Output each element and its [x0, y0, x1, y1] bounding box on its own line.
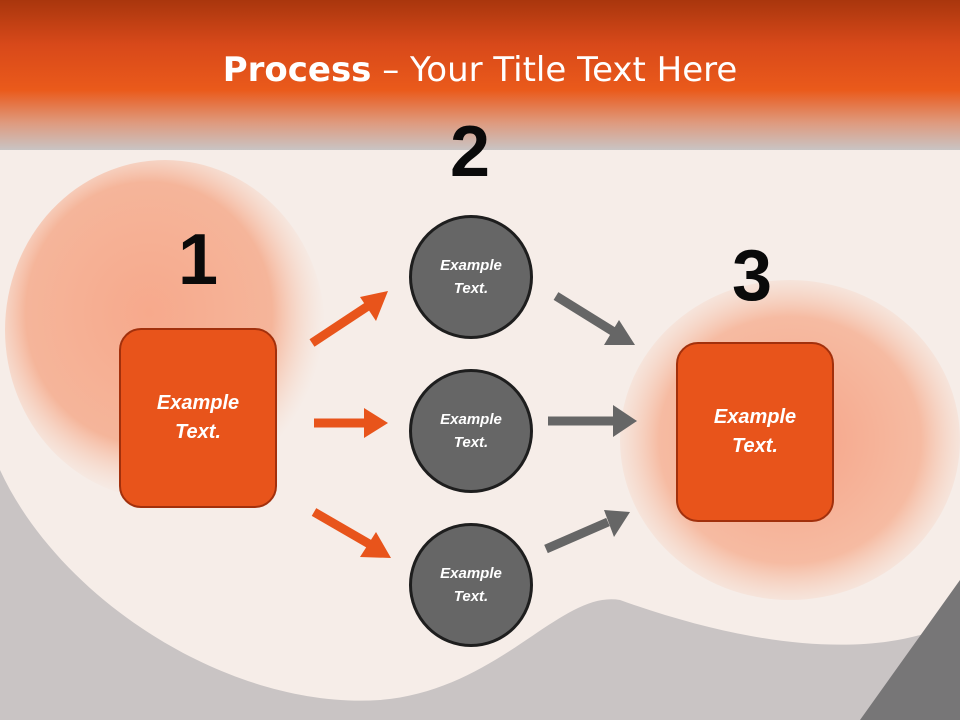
step-1-number: 1 — [178, 220, 219, 300]
arrow-from-circle-1 — [553, 292, 635, 345]
arrow-to-circle-1 — [309, 291, 388, 347]
title-strong: Process — [222, 50, 372, 90]
title-rest: – Your Title Text Here — [371, 50, 738, 90]
arrow-to-circle-2 — [314, 408, 388, 438]
step-2-number: 2 — [450, 112, 491, 192]
title-banner — [0, 0, 960, 150]
step-2-circle-2: Example Text. — [409, 369, 533, 493]
step-1-text: Example Text. — [156, 392, 240, 443]
step-1-box: Example Text. — [119, 328, 277, 508]
step-3-number: 3 — [732, 236, 773, 316]
step-2-circle-3-text: Example Text. — [440, 565, 502, 605]
step-2-circle-2-text: Example Text. — [440, 411, 502, 451]
step-2-circle-1: Example Text. — [409, 215, 533, 339]
arrow-to-circle-3 — [311, 508, 391, 558]
arrow-from-circle-2 — [548, 405, 637, 437]
step-3-box: Example Text. — [676, 342, 834, 522]
slide-title: Process – Your Title Text Here — [0, 50, 960, 90]
step-2-circle-3: Example Text. — [409, 523, 533, 647]
arrow-from-circle-3 — [544, 510, 630, 554]
step-3-text: Example Text. — [713, 406, 797, 457]
step-2-circle-1-text: Example Text. — [440, 257, 502, 297]
